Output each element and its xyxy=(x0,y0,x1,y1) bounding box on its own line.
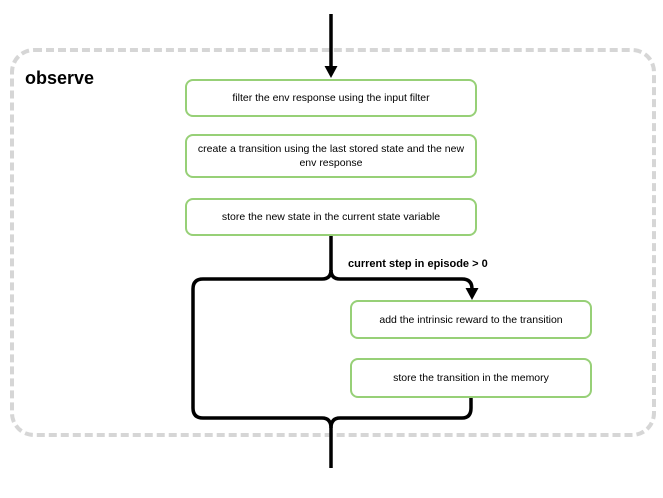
node-add-intrinsic-reward: add the intrinsic reward to the transiti… xyxy=(350,300,592,339)
node-filter-env-response: filter the env response using the input … xyxy=(185,79,477,117)
node-store-new-state: store the new state in the current state… xyxy=(185,198,477,236)
node-store-transition-memory: store the transition in the memory xyxy=(350,358,592,398)
group-title: observe xyxy=(25,68,95,88)
node-create-transition: create a transition using the last store… xyxy=(185,134,477,178)
condition-label: current step in episode > 0 xyxy=(348,258,488,270)
